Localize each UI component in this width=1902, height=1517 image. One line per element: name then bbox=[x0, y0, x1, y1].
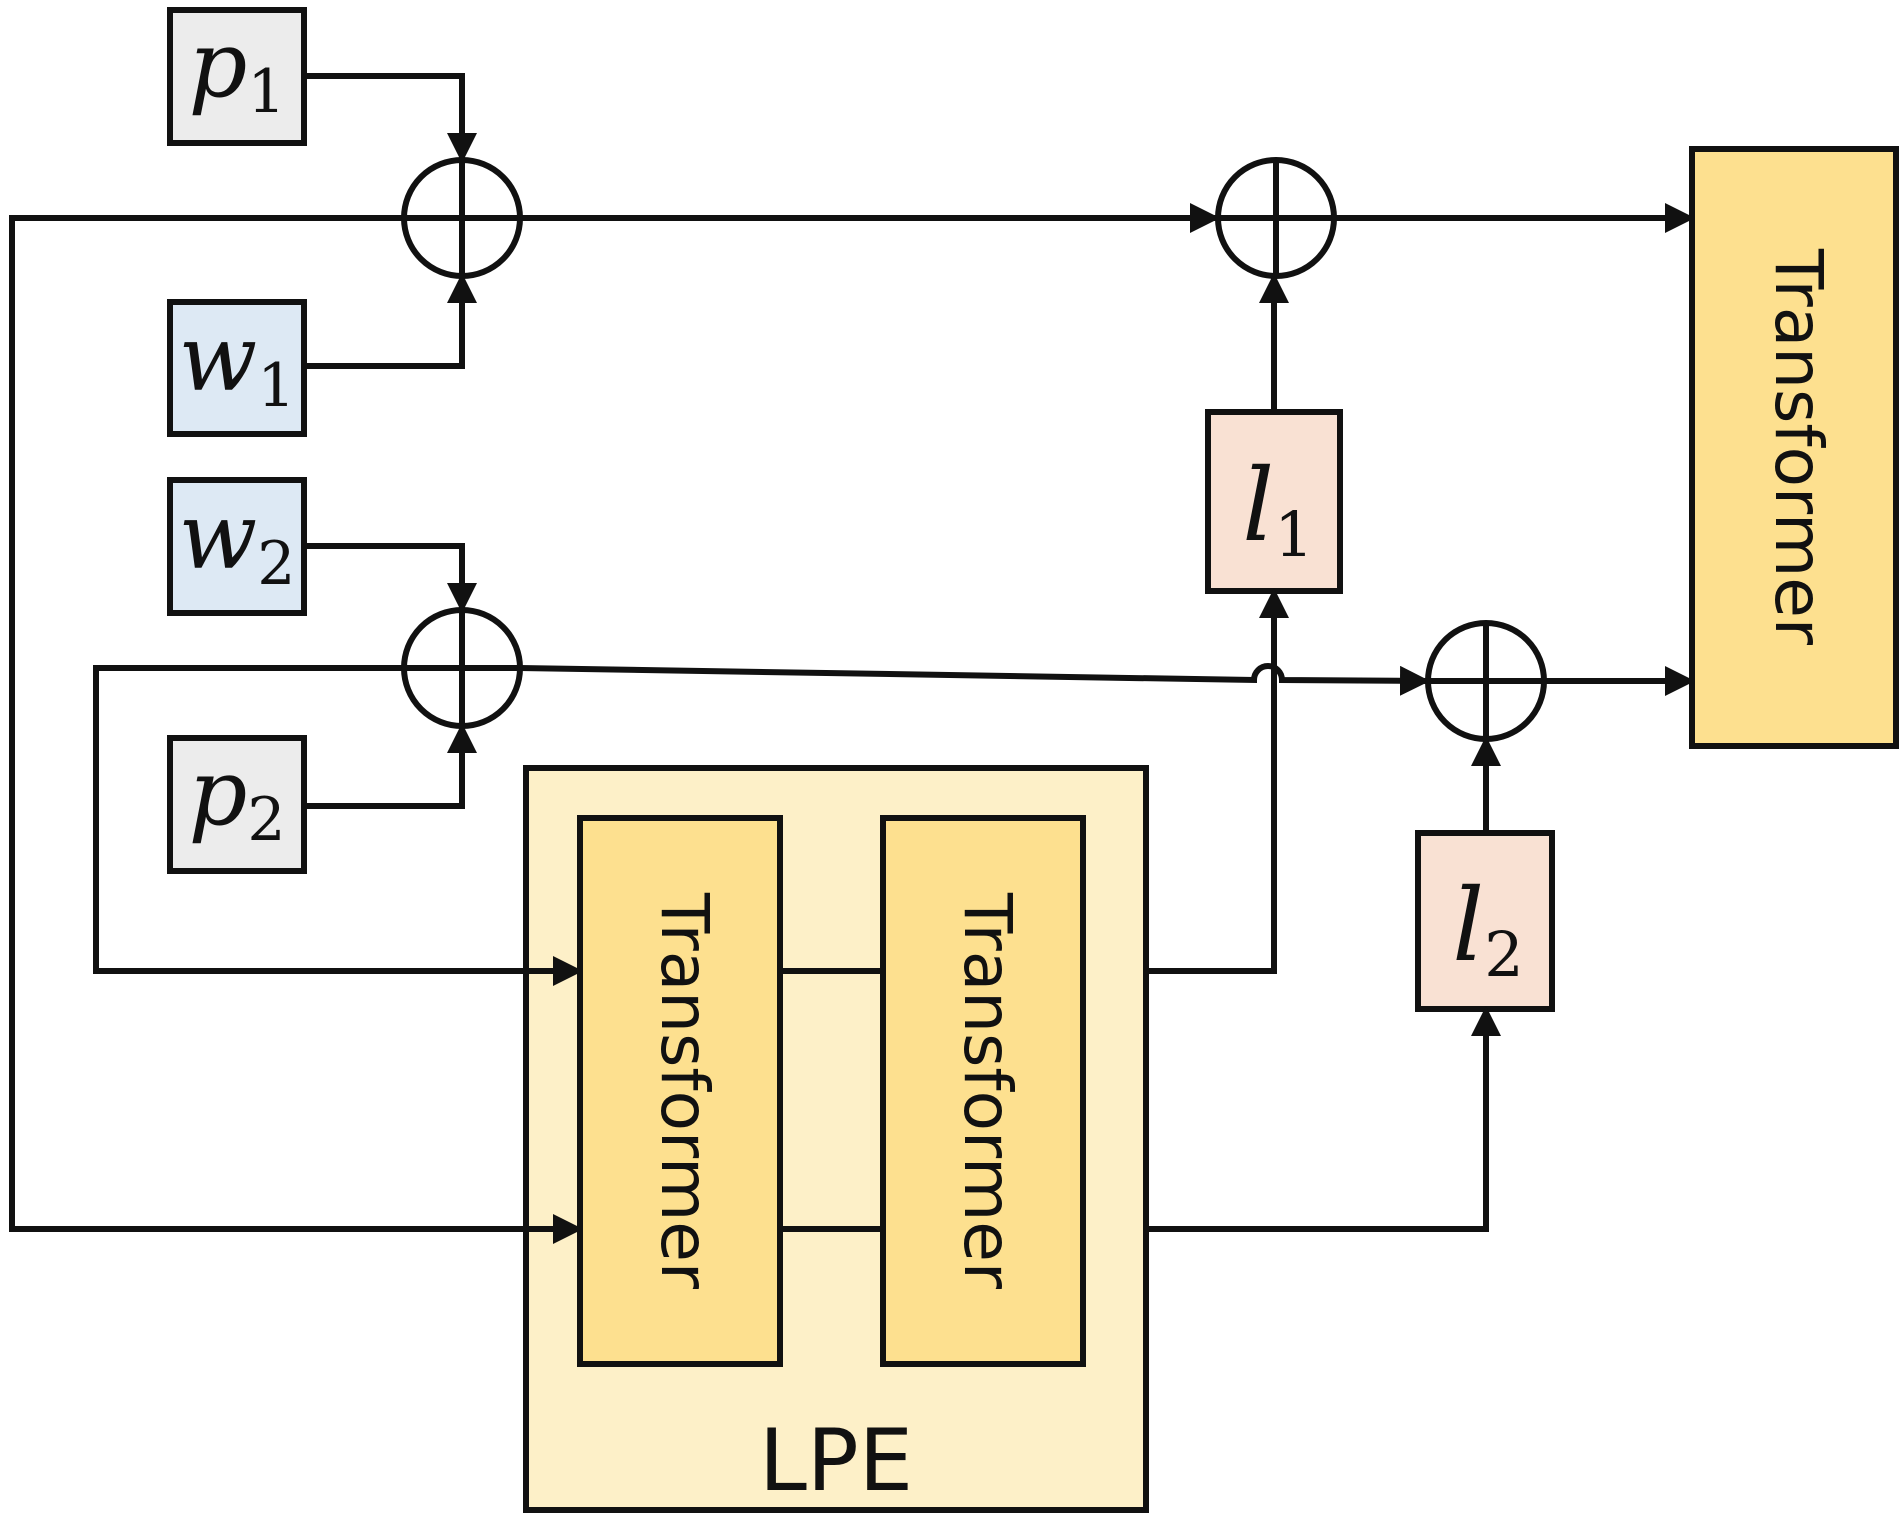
wire-w2-to-sum2 bbox=[304, 543, 477, 613]
wire-lpe-to-l1 bbox=[1146, 588, 1289, 974]
l1-box bbox=[1205, 409, 1343, 594]
lpe-transformer-a bbox=[577, 815, 783, 1367]
sum1-circle-plus-icon bbox=[401, 157, 523, 279]
wire-p2-to-sum2 bbox=[304, 723, 477, 809]
main-transformer bbox=[1689, 146, 1899, 749]
sum4-circle-plus-icon bbox=[1425, 620, 1547, 742]
wire-w1-to-sum1 bbox=[304, 273, 477, 369]
w1-label: w1 bbox=[179, 305, 296, 421]
wire-lpe-to-l2 bbox=[1146, 1006, 1501, 1232]
sum2-circle-plus-icon bbox=[401, 607, 523, 729]
sum3-circle-plus-icon bbox=[1215, 157, 1337, 279]
l2-box bbox=[1415, 830, 1555, 1012]
main-transformer-label: Transformer bbox=[1760, 248, 1837, 646]
wire-sum2-to-sum4 bbox=[519, 663, 1430, 696]
connections bbox=[9, 73, 1695, 1244]
p2-box bbox=[167, 735, 307, 874]
wire-p1-to-sum1 bbox=[304, 73, 477, 163]
l1-label: l1 bbox=[1242, 447, 1313, 571]
sum-nodes bbox=[401, 157, 1547, 742]
p1-box bbox=[167, 7, 307, 146]
l2-label: l2 bbox=[1452, 867, 1523, 991]
level-boxes: l1 l2 bbox=[1205, 409, 1555, 1012]
w2-label: w2 bbox=[179, 483, 296, 599]
wire-outer-loop bbox=[9, 215, 583, 1244]
input-boxes: p1 w1 w2 p2 bbox=[167, 7, 307, 874]
lpe-transformer-b-label: Transformer bbox=[949, 892, 1026, 1290]
lpe-module: Transformer Transformer LPE bbox=[523, 765, 1149, 1513]
main-transformer-block: Transformer bbox=[1689, 146, 1899, 749]
p1-label: p1 bbox=[188, 11, 285, 127]
w2-box bbox=[167, 477, 307, 616]
lpe-transformer-b bbox=[880, 815, 1086, 1367]
wire-inner-loop bbox=[93, 665, 583, 986]
p2-label: p2 bbox=[188, 739, 285, 855]
lpe-transformer-a-label: Transformer bbox=[646, 892, 723, 1290]
lpe-label: LPE bbox=[759, 1411, 913, 1511]
